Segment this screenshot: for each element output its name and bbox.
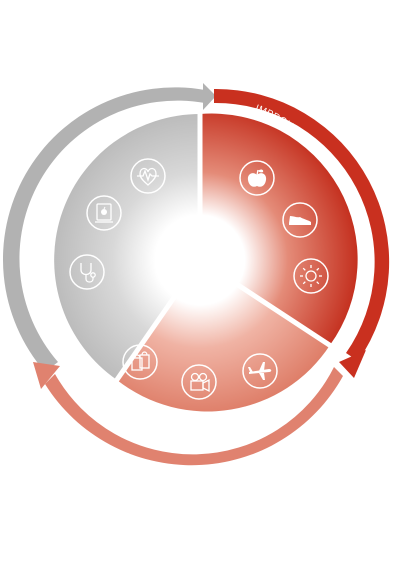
improve-arrowhead [339, 350, 366, 378]
enjoy-arrow-band [45, 367, 343, 466]
know-segment [54, 114, 200, 380]
shopping-bags-icon [122, 344, 158, 380]
know-arrowhead [203, 83, 216, 110]
improve-arrow-band [214, 88, 390, 361]
airplane-icon [242, 353, 278, 389]
apple-tablet-icon [86, 195, 122, 231]
sneaker-icon [282, 202, 318, 238]
know-arrow-band [2, 87, 205, 372]
segment-divider [111, 258, 203, 386]
improve-segment [200, 113, 358, 345]
sun-icon [293, 258, 329, 294]
segment-divider [198, 257, 336, 351]
heartbeat-icon [130, 158, 166, 194]
apple-icon [239, 160, 275, 196]
stethoscope-icon [69, 254, 105, 290]
enjoy-label: ENJOY YOUR REWARDS [139, 416, 262, 438]
enjoy-label-text: ENJOY YOUR REWARDS [139, 416, 261, 438]
movie-camera-icon [181, 364, 217, 400]
enjoy-arrowhead [33, 362, 60, 389]
